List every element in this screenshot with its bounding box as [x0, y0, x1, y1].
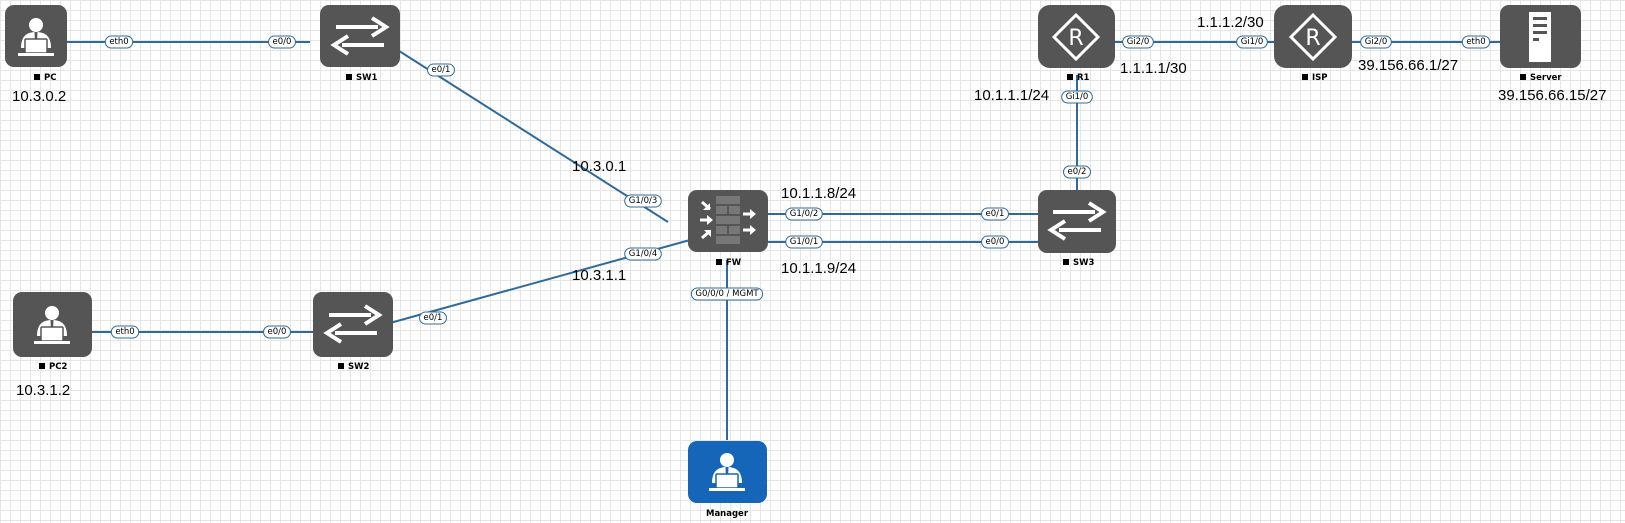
sw2-name: SW2: [348, 362, 369, 372]
svg-text:e0/0: e0/0: [273, 37, 292, 47]
fw-node[interactable]: FW: [688, 190, 768, 268]
ip-label-pc: 10.3.0.2: [12, 88, 66, 105]
port-sw2-e01[interactable]: e0/1: [419, 311, 447, 325]
svg-text:Gi1/0: Gi1/0: [1066, 92, 1089, 102]
port-r1-gi10[interactable]: Gi1/0: [1061, 90, 1093, 104]
port-sw3-e02[interactable]: e0/2: [1063, 165, 1091, 179]
ip-label-fw-g103: 10.3.0.1: [572, 158, 626, 175]
port-pc-eth0[interactable]: eth0: [104, 35, 134, 49]
r1-name: R1: [1077, 73, 1090, 83]
sw1-box: [320, 5, 400, 67]
ip-labels: 10.3.0.2 10.3.1.2 10.3.0.1 10.3.1.1 10.1…: [12, 14, 1606, 399]
isp-node[interactable]: ISP: [1274, 5, 1352, 83]
pc2-node[interactable]: PC2: [13, 292, 92, 372]
ip-label-r1-gi10: 10.1.1.1/24: [974, 87, 1049, 104]
port-isp-gi20[interactable]: Gi2/0: [1360, 35, 1392, 49]
svg-text:e0/1: e0/1: [432, 65, 451, 75]
svg-text:e0/1: e0/1: [424, 313, 443, 323]
port-fw-mgmt[interactable]: G0/0/0 / MGMT: [690, 287, 764, 301]
port-sw3-e01[interactable]: e0/1: [981, 207, 1009, 221]
sw3-node[interactable]: SW3: [1038, 190, 1116, 268]
pc-node[interactable]: PC: [5, 5, 67, 83]
sw3-name: SW3: [1073, 258, 1094, 268]
manager-node[interactable]: Manager: [688, 441, 767, 519]
server-tower-icon: [1529, 12, 1551, 62]
manager-name: Manager: [706, 509, 749, 519]
port-sw2-e00[interactable]: e0/0: [263, 325, 291, 339]
ip-label-isp-gi10: 1.1.1.2/30: [1197, 14, 1264, 31]
svg-text:e0/2: e0/2: [1068, 167, 1087, 177]
sw3-box: [1038, 190, 1116, 253]
ip-label-r1-gi20: 1.1.1.1/30: [1120, 60, 1187, 77]
svg-text:Gi1/0: Gi1/0: [1241, 37, 1264, 47]
svg-text:eth0: eth0: [1466, 37, 1485, 47]
svg-text:e0/1: e0/1: [986, 209, 1005, 219]
port-pc2-eth0[interactable]: eth0: [110, 325, 140, 339]
sw1-node[interactable]: SW1: [320, 5, 400, 83]
ip-label-isp-gi20: 39.156.66.1/27: [1358, 57, 1458, 74]
svg-text:Gi2/0: Gi2/0: [1365, 37, 1388, 47]
port-fw-g103[interactable]: G1/0/3: [624, 194, 662, 208]
isp-name: ISP: [1312, 73, 1328, 83]
svg-text:G0/0/0 / MGMT: G0/0/0 / MGMT: [695, 289, 759, 299]
svg-text:eth0: eth0: [109, 37, 128, 47]
port-fw-g102[interactable]: G1/0/2: [785, 207, 823, 221]
port-sw1-e01[interactable]: e0/1: [427, 63, 455, 77]
svg-text:e0/0: e0/0: [986, 237, 1005, 247]
ip-label-fw-g102: 10.1.1.8/24: [781, 185, 856, 202]
svg-text:eth0: eth0: [115, 327, 134, 337]
ip-label-fw-g101: 10.1.1.9/24: [781, 260, 856, 277]
port-fw-g101[interactable]: G1/0/1: [785, 235, 823, 249]
sw2-node[interactable]: SW2: [313, 292, 393, 372]
svg-text:G1/0/3: G1/0/3: [629, 196, 658, 206]
port-isp-gi10[interactable]: Gi1/0: [1236, 35, 1268, 49]
ip-label-fw-g104: 10.3.1.1: [572, 267, 626, 284]
sw2-box: [313, 292, 393, 357]
ip-label-pc2: 10.3.1.2: [16, 382, 70, 399]
pc-name: PC: [44, 73, 56, 83]
svg-text:G1/0/1: G1/0/1: [790, 237, 819, 247]
port-tags: eth0 e0/0 e0/1 G1/0/3 eth0 e0/0 e0/1 G1/…: [104, 35, 1491, 339]
port-sw3-e00[interactable]: e0/0: [981, 235, 1009, 249]
svg-text:e0/0: e0/0: [268, 327, 287, 337]
server-name: Server: [1530, 73, 1562, 83]
pc2-name: PC2: [49, 362, 67, 372]
server-node[interactable]: Server: [1500, 5, 1581, 83]
fw-name: FW: [726, 258, 742, 268]
port-r1-gi20[interactable]: Gi2/0: [1122, 35, 1154, 49]
sw1-name: SW1: [356, 73, 377, 83]
svg-text:G1/0/4: G1/0/4: [629, 249, 658, 259]
port-fw-g104[interactable]: G1/0/4: [624, 247, 662, 261]
svg-text:G1/0/2: G1/0/2: [790, 209, 819, 219]
svg-text:Gi2/0: Gi2/0: [1127, 37, 1150, 47]
port-server-eth0[interactable]: eth0: [1461, 35, 1491, 49]
r1-node[interactable]: R1: [1038, 5, 1115, 83]
ip-label-server: 39.156.66.15/27: [1498, 87, 1606, 104]
port-sw1-e00[interactable]: e0/0: [268, 35, 296, 49]
